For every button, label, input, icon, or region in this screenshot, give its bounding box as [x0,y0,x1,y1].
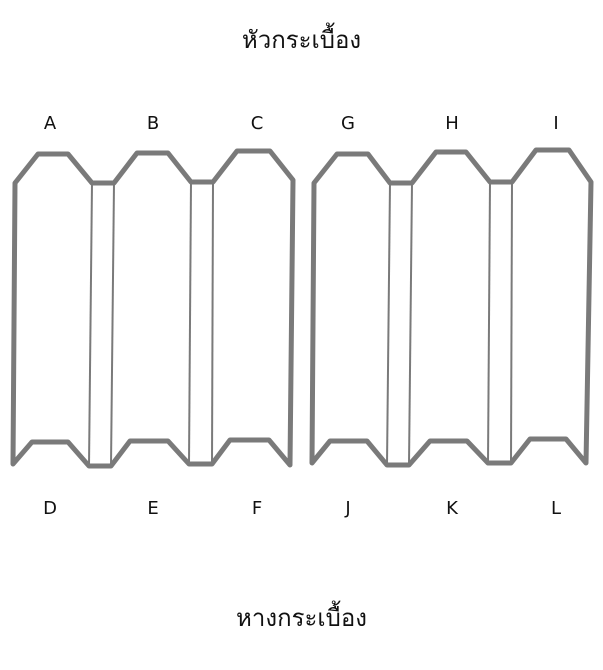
tile-sheet-left [10,148,296,469]
top-label-1: A [44,113,57,134]
bottom-label-1: D [43,498,57,519]
tile-sheet-left-seam-2b [211,181,214,465]
bottom-label-2: E [147,498,158,519]
tile-head-title: หัวกระเบื้อง [241,26,362,54]
top-label-4: G [341,113,355,134]
top-label-5: H [445,113,459,134]
top-label-3: C [251,113,264,134]
tile-sheet-right-seam-1b [408,182,413,466]
top-label-2: B [147,113,159,134]
tile-sheet-left-seam-1b [110,182,115,467]
tile-sheet-right-seam-2a [487,181,491,464]
tile-tail-title: หางกระเบื้อง [236,604,367,632]
bottom-label-6: L [551,498,561,519]
tile-sheet-left-seam-1a [88,182,93,467]
tile-sheet-right [309,147,594,468]
tile-sheet-left-outline [10,148,296,469]
bottom-label-5: K [446,498,459,519]
tile-sheet-right-seam-2b [510,181,513,464]
tile-sheet-right-outline [309,147,594,468]
bottom-label-4: J [344,498,350,519]
top-label-6: I [553,113,558,134]
tile-sheet-right-seam-1a [386,182,391,466]
bottom-label-3: F [252,498,262,519]
tile-sheet-left-seam-2a [188,181,192,465]
